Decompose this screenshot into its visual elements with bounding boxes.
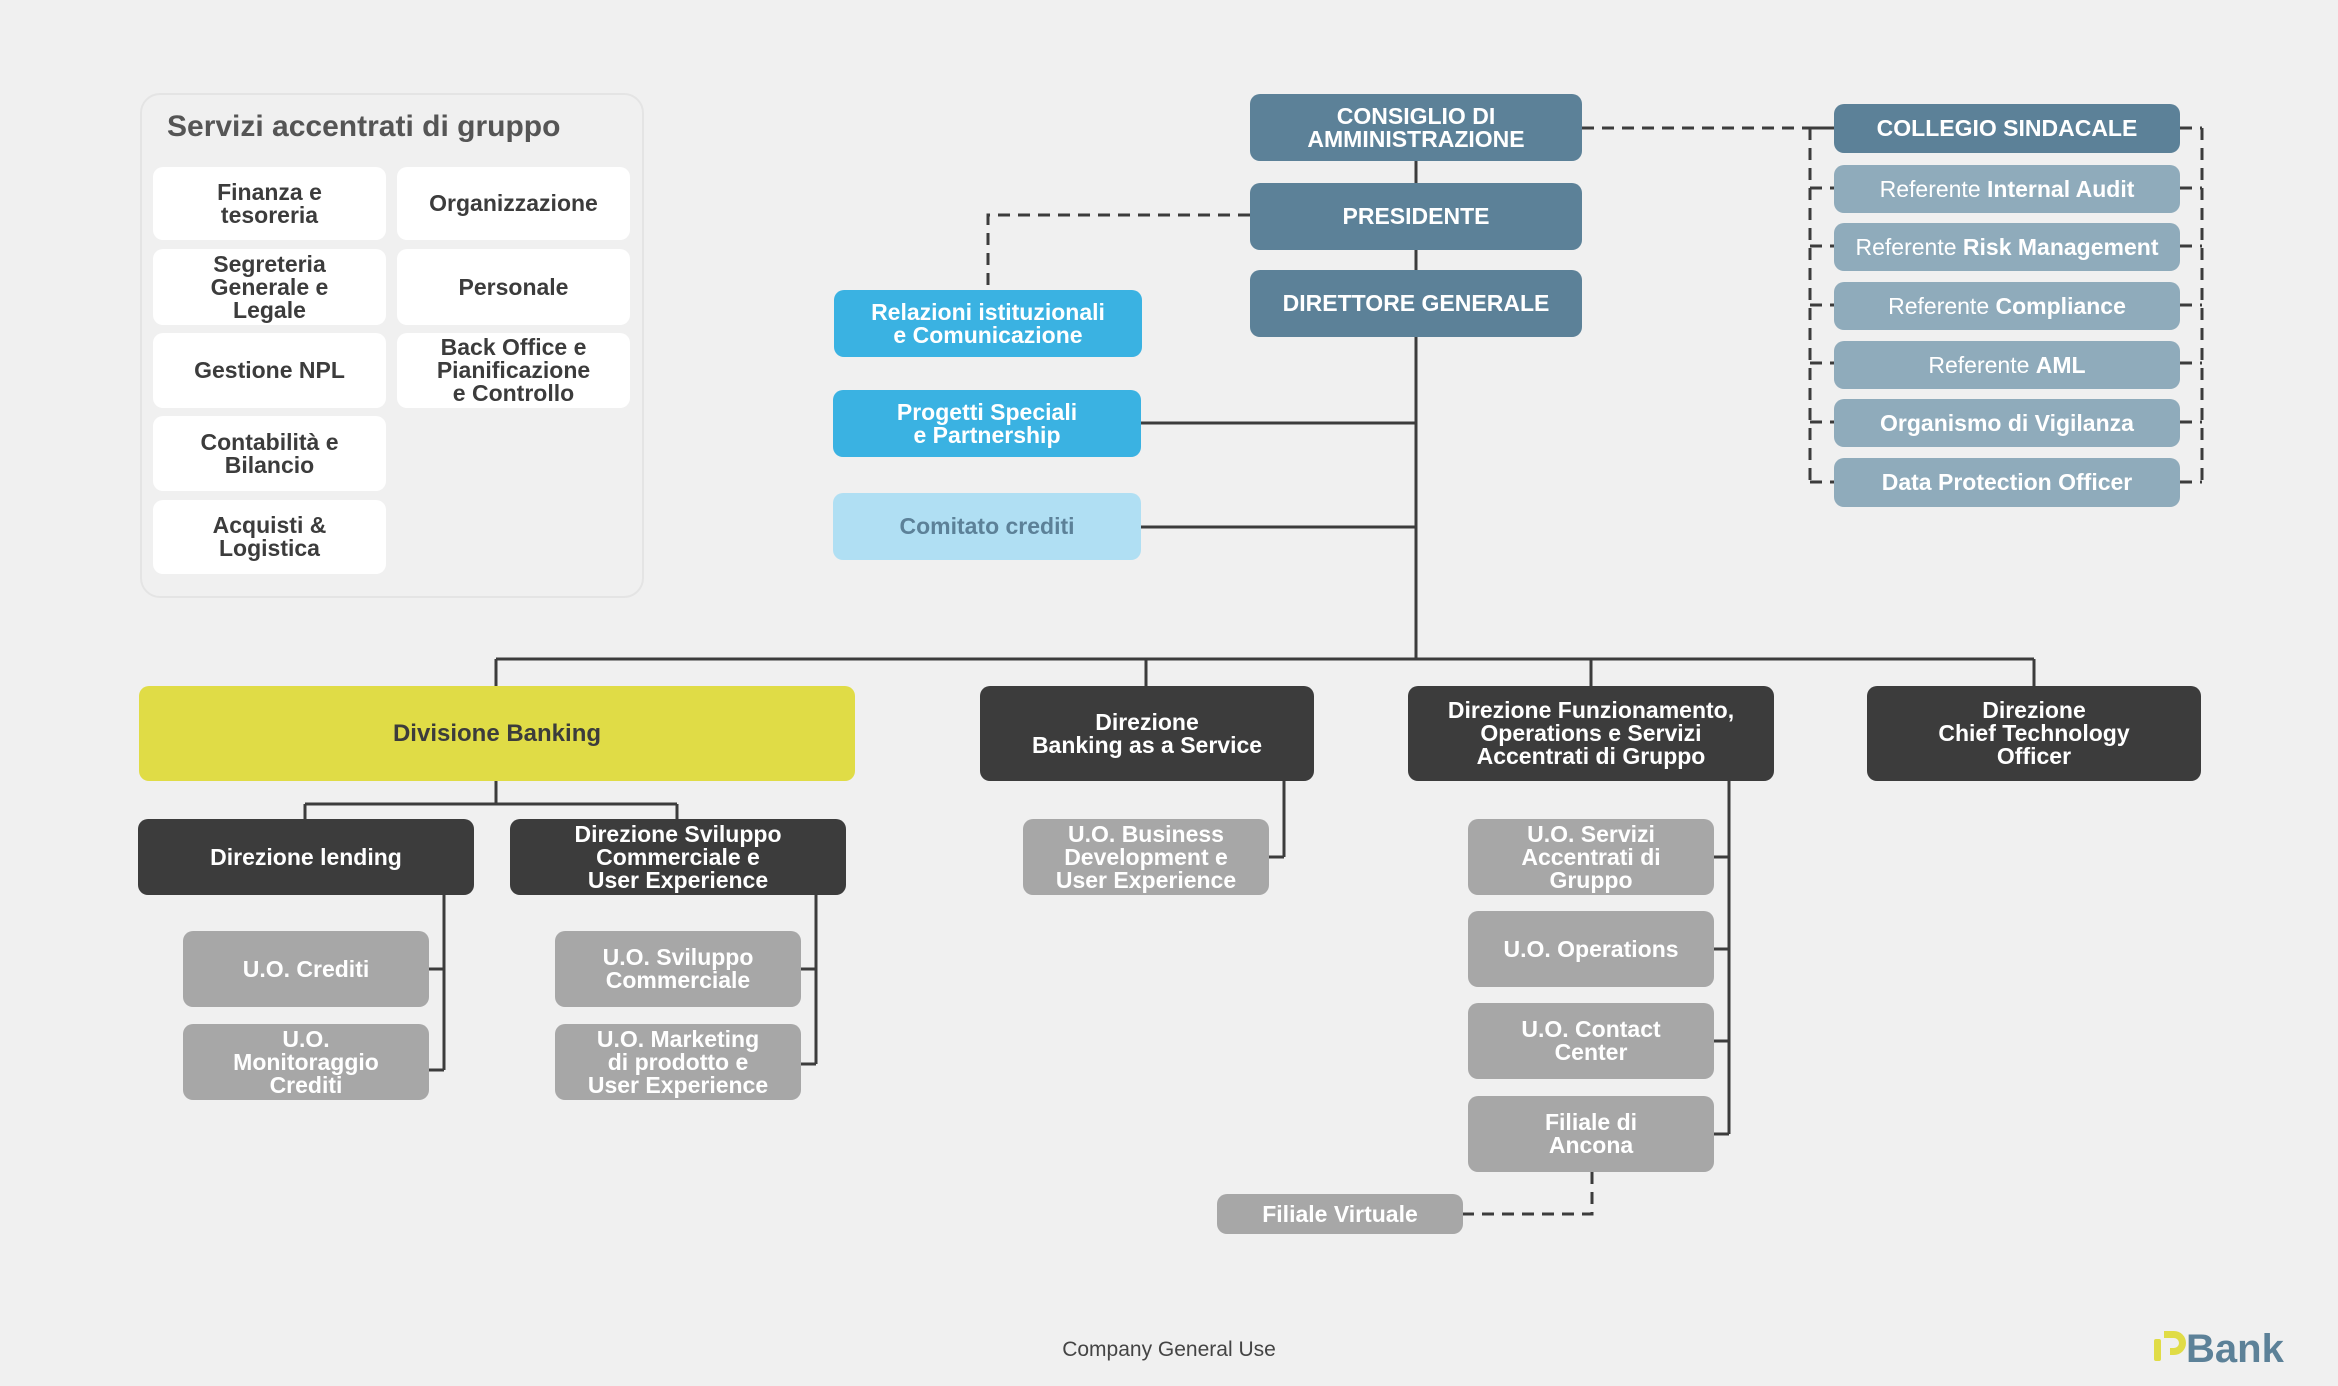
uo-marketing: U.O. Marketing di prodotto e User Experi… [555, 1024, 801, 1100]
uo-sviluppo-commerciale: U.O. Sviluppo Commerciale [555, 931, 801, 1007]
president: PRESIDENTE [1250, 183, 1582, 250]
direzione-sviluppo-commerciale: Direzione Sviluppo Commerciale e User Ex… [510, 819, 846, 895]
service-contabilita: Contabilità e Bilancio [153, 416, 386, 491]
referente-aml-prefix: Referente [1928, 351, 2036, 378]
progetti-speciali: Progetti Speciali e Partnership [833, 390, 1141, 457]
uo-operations: U.O. Operations [1468, 911, 1714, 987]
service-npl: Gestione NPL [153, 333, 386, 408]
service-segreteria: Segreteria Generale e Legale [153, 249, 386, 325]
bank-logo: Bank [2154, 1327, 2285, 1369]
referente-compliance-prefix: Referente [1888, 292, 1996, 319]
board-of-directors: CONSIGLIO DI AMMINISTRAZIONE [1250, 94, 1582, 161]
filiale-virtuale: Filiale Virtuale [1217, 1194, 1463, 1234]
relazioni-istituzionali: Relazioni istituzionali e Comunicazione [834, 290, 1142, 357]
direzione-baas: Direzione Banking as a Service [980, 686, 1314, 781]
referente-risk-management-prefix: Referente [1855, 233, 1963, 260]
bank-logo-text: Bank [2186, 1327, 2285, 1369]
direzione-cto: Direzione Chief Technology Officer [1867, 686, 2201, 781]
referente-aml-name: AML [2035, 351, 2086, 378]
referente-internal-audit: Referente Internal Audit [1834, 165, 2180, 213]
direzione-lending: Direzione lending [138, 819, 474, 895]
services-panel-title: Servizi accentrati di gruppo [167, 110, 561, 143]
data-protection-officer: Data Protection Officer [1834, 458, 2180, 507]
referente-compliance: Referente Compliance [1834, 282, 2180, 330]
divisione-banking: Divisione Banking [139, 686, 855, 781]
referente-compliance-name: Compliance [1995, 292, 2126, 319]
referente-internal-audit-prefix: Referente [1879, 175, 1988, 202]
uo-monitoraggio-crediti: U.O. Monitoraggio Crediti [183, 1024, 429, 1100]
service-personale: Personale [397, 249, 630, 325]
service-finanza: Finanza e tesoreria [153, 167, 386, 240]
service-acquisti: Acquisti & Logistica [153, 500, 386, 574]
referente-internal-audit-name: Internal Audit [1987, 175, 2135, 202]
organismo-vigilanza: Organismo di Vigilanza [1834, 399, 2180, 447]
collegio-sindacale: COLLEGIO SINDACALE [1834, 104, 2180, 153]
general-director: DIRETTORE GENERALE [1250, 270, 1582, 337]
comitato-crediti: Comitato crediti [833, 493, 1141, 560]
service-backoffice: Back Office e Pianificazione e Controllo [397, 333, 630, 408]
service-organizzazione: Organizzazione [397, 167, 630, 240]
filiale-ancona: Filiale di Ancona [1468, 1096, 1714, 1172]
referente-aml: Referente AML [1834, 341, 2180, 389]
services-panel [140, 93, 644, 598]
uo-business-development: U.O. Business Development e User Experie… [1023, 819, 1269, 895]
referente-risk-management: Referente Risk Management [1834, 223, 2180, 271]
direzione-operations: Direzione Funzionamento, Operations e Se… [1408, 686, 1774, 781]
uo-contact-center: U.O. Contact Center [1468, 1003, 1714, 1079]
footer-classification: Company General Use [1062, 1338, 1276, 1361]
referente-risk-management-name: Risk Management [1962, 233, 2159, 260]
uo-crediti: U.O. Crediti [183, 931, 429, 1007]
uo-servizi-accentrati: U.O. Servizi Accentrati di Gruppo [1468, 819, 1714, 895]
